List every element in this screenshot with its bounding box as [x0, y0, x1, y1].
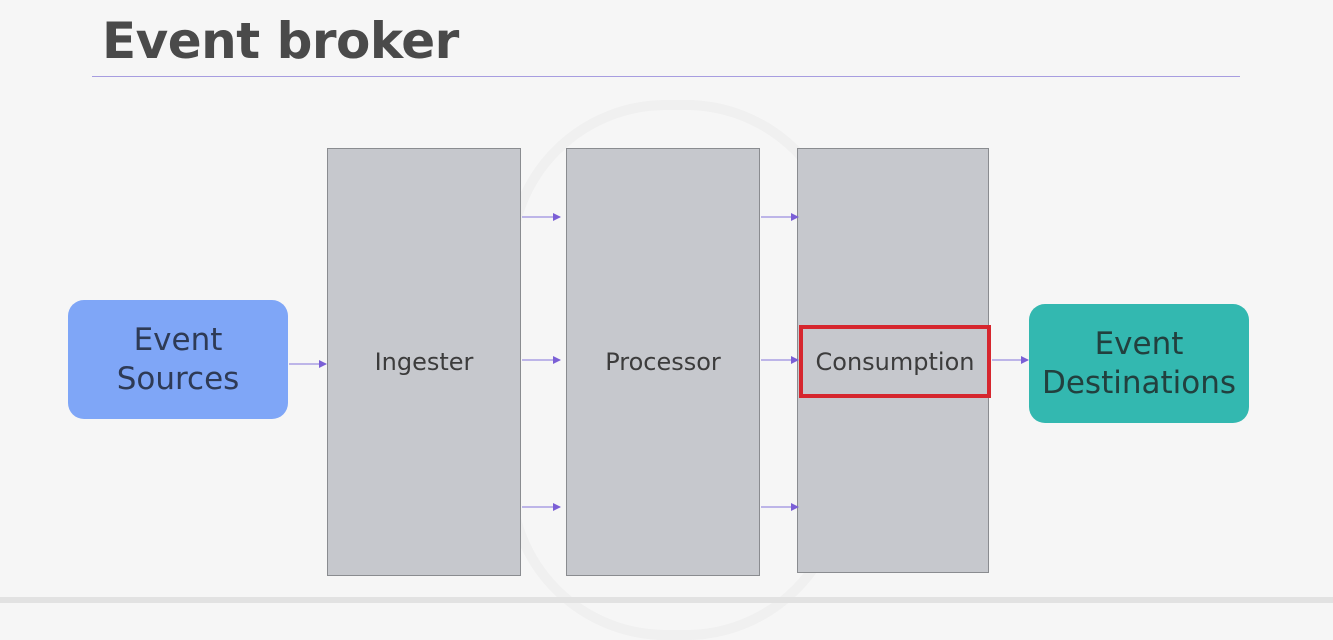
consumption-node — [797, 148, 989, 573]
event-destinations-label-line2: Destinations — [1041, 364, 1237, 401]
slide-title: Event broker — [102, 12, 459, 70]
event-destinations-label-line1: Event — [1094, 325, 1184, 362]
ingester-node: Ingester — [327, 148, 521, 576]
processor-label: Processor — [605, 348, 721, 376]
event-sources-node: Event Sources — [68, 300, 288, 419]
consumption-highlight-box: Consumption — [799, 325, 991, 398]
ingester-label: Ingester — [374, 348, 474, 376]
connector-arrows — [289, 213, 1029, 511]
event-destinations-node: Event Destinations — [1029, 304, 1249, 423]
event-sources-label-line2: Sources — [116, 360, 240, 397]
event-sources-label-line1: Event — [133, 321, 223, 358]
bottom-edge-bar — [0, 597, 1333, 603]
title-divider — [92, 76, 1240, 77]
processor-node: Processor — [566, 148, 760, 576]
consumption-label: Consumption — [815, 347, 975, 376]
